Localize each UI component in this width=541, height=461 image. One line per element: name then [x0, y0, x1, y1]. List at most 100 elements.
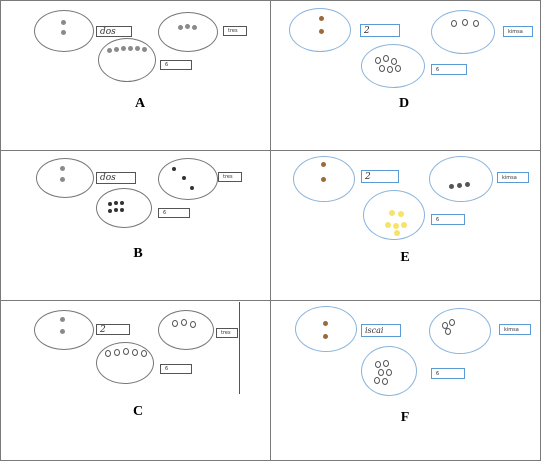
count-circle [34, 310, 94, 350]
counter-dot [60, 177, 65, 182]
counter-dot [114, 349, 120, 356]
counter-dot [192, 25, 197, 30]
counter-dot [462, 19, 468, 26]
panel-a: dos tres 6 A [0, 0, 268, 150]
counter-dot [321, 162, 326, 167]
counter-dot [449, 184, 454, 189]
word-box: kimsa [497, 172, 529, 183]
counter-dot [60, 317, 65, 322]
counter-dot [120, 208, 124, 212]
counter-dot [114, 208, 118, 212]
number-box: 6 [431, 368, 465, 379]
panel-label: B [133, 246, 143, 261]
panel-label: D [398, 96, 410, 111]
counter-dot [398, 211, 404, 217]
answer-box: 2 [96, 324, 130, 335]
word-box: tres [218, 172, 242, 182]
counter-dot [393, 223, 399, 229]
count-circle [361, 346, 417, 396]
counter-dot [182, 176, 186, 180]
counter-dot [60, 329, 65, 334]
word-box: kimsa [499, 324, 531, 335]
counter-dot [114, 47, 119, 52]
count-circle [429, 308, 491, 354]
counter-dot [374, 377, 380, 384]
counter-dot [389, 210, 395, 216]
panel-f: iscai kimsa 6 F [271, 300, 539, 450]
counter-dot [190, 186, 194, 190]
count-circle [429, 156, 493, 202]
counter-dot [321, 177, 326, 182]
counter-dot [465, 182, 470, 187]
count-circle [363, 190, 425, 240]
counter-dot [108, 202, 112, 206]
count-circle [98, 38, 156, 82]
counter-dot [60, 166, 65, 171]
panel-label: F [400, 410, 410, 425]
grid-line [0, 0, 1, 461]
word-box: tres [223, 26, 247, 36]
counter-dot [114, 201, 118, 205]
counter-dot [108, 209, 112, 213]
panel-label: A [134, 96, 146, 111]
counter-dot [379, 65, 385, 72]
page-edge-line [239, 302, 240, 394]
word-box: kimsa [503, 26, 533, 37]
grid-line [270, 0, 271, 461]
counter-dot [120, 201, 124, 205]
counter-dot [449, 319, 455, 326]
panel-b: dos tres 6 B [0, 150, 268, 300]
counter-dot [378, 369, 384, 376]
counter-dot [391, 58, 397, 65]
word-box: tres [216, 328, 238, 338]
number-box: 6 [431, 214, 465, 225]
counter-dot [172, 167, 176, 171]
count-circle [361, 44, 425, 88]
count-circle [96, 188, 152, 228]
counter-dot [385, 222, 391, 228]
panel-e: 2 kimsa 6 E [271, 150, 539, 300]
number-box: 6 [160, 364, 192, 374]
counter-dot [319, 16, 324, 21]
counter-dot [386, 369, 392, 376]
panel-c: 2 tres 6 C [0, 300, 268, 450]
count-circle [34, 10, 94, 52]
counter-dot [375, 57, 381, 64]
counter-dot [451, 20, 457, 27]
counter-dot [319, 29, 324, 34]
counter-dot [121, 46, 126, 51]
counter-dot [105, 350, 111, 357]
number-box: 6 [160, 60, 192, 70]
panel-label: C [132, 404, 144, 419]
counter-dot [142, 47, 147, 52]
counter-dot [190, 321, 196, 328]
answer-box: 2 [360, 24, 400, 37]
number-box: 6 [158, 208, 190, 218]
counter-dot [61, 20, 66, 25]
count-circle [158, 310, 214, 350]
counter-dot [401, 222, 407, 228]
count-circle [96, 342, 154, 384]
answer-box: iscai [361, 324, 401, 337]
count-circle [36, 158, 94, 198]
counter-dot [135, 46, 140, 51]
counter-dot [383, 360, 389, 367]
count-circle [158, 158, 218, 200]
counter-dot [123, 348, 129, 355]
answer-box: dos [96, 172, 136, 184]
answer-box: dos [96, 26, 132, 37]
counter-dot [445, 328, 451, 335]
counter-dot [395, 65, 401, 72]
counter-dot [172, 320, 178, 327]
count-circle [295, 306, 357, 352]
counter-dot [185, 24, 190, 29]
count-circle [158, 12, 218, 52]
counter-dot [473, 20, 479, 27]
number-box: 6 [431, 64, 467, 75]
count-circle [289, 8, 351, 52]
counter-dot [141, 350, 147, 357]
counter-dot [132, 349, 138, 356]
counter-dot [128, 46, 133, 51]
answer-box: 2 [361, 170, 399, 183]
counter-dot [394, 230, 400, 236]
